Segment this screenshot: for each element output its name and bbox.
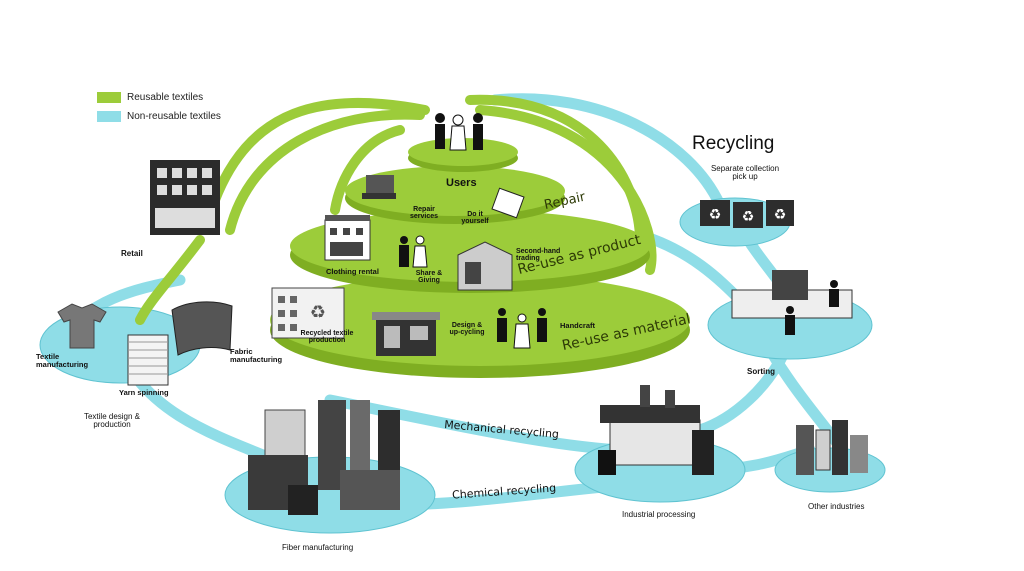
yarn-spool-icon xyxy=(127,334,169,386)
fabric-manufacturing-label: Fabric manufacturing xyxy=(230,347,283,364)
svg-text:♻: ♻ xyxy=(709,207,722,223)
retail-label: Retail xyxy=(121,249,143,258)
svg-text:♻: ♻ xyxy=(742,209,755,225)
clothing-rental-label: Clothing rental xyxy=(326,267,379,276)
industrial-processing-label: Industrial processing xyxy=(622,510,696,519)
svg-text:♻: ♻ xyxy=(310,302,326,323)
yarn-spinning-label: Yarn spinning xyxy=(119,388,169,397)
diagram-title: Recycling xyxy=(692,133,775,154)
repair-services-label: Repair services xyxy=(409,206,439,221)
notepad-icon xyxy=(491,187,525,219)
shop-icon xyxy=(457,241,513,291)
legend-swatch-green xyxy=(97,92,121,103)
recycled-production-label: Recycled textile production xyxy=(300,330,354,345)
flow-users-collection xyxy=(489,93,726,211)
handcraft-label: Handcraft xyxy=(560,321,596,330)
other-industries-label: Other industries xyxy=(808,502,865,511)
legend-nonreusable: Non-reusable textiles xyxy=(97,111,221,122)
fiber-factory-icon xyxy=(248,400,400,515)
share-giving-label: Share & Giving xyxy=(415,270,443,285)
legend-nonreusable-label: Non-reusable textiles xyxy=(127,111,221,122)
do-it-yourself-label: Do it yourself xyxy=(461,211,489,226)
users-label: Users xyxy=(446,177,477,189)
city-icon xyxy=(796,420,868,475)
retail-building-icon xyxy=(150,160,220,235)
handcraft-people-icon xyxy=(497,308,547,349)
share-people-icon xyxy=(399,235,428,268)
legend-reusable-label: Reusable textiles xyxy=(127,92,204,103)
tier-stack xyxy=(270,138,690,378)
tier-material-top xyxy=(270,274,690,366)
sewing-machine-icon xyxy=(362,175,396,199)
legend-swatch-blue xyxy=(97,111,121,122)
recycled-factory-icon: ♻ xyxy=(271,287,345,339)
textile-design-label: Textile design & production xyxy=(83,412,141,430)
fabric-icon xyxy=(171,301,233,356)
conveyor-icon xyxy=(731,270,853,335)
legend-reusable: Reusable textiles xyxy=(97,92,203,103)
textile-manufacturing-label: Textile manufacturing xyxy=(36,352,89,369)
tier-product-top xyxy=(290,210,650,282)
second-hand-label: Second-hand trading xyxy=(516,248,561,263)
design-upcycling-label: Design & up-cycling xyxy=(449,322,485,337)
industrial-factory-icon xyxy=(598,385,714,475)
recycle-bin-icon: ♻ ♻ ♻ xyxy=(700,200,794,228)
rental-building-icon xyxy=(324,215,371,261)
people-icon xyxy=(435,113,483,151)
separate-collection-label: Separate collection pick up xyxy=(710,164,780,182)
studio-icon xyxy=(372,312,440,356)
sorting-label: Sorting xyxy=(747,367,775,376)
reusable-flows xyxy=(135,94,657,325)
fiber-manufacturing-label: Fiber manufacturing xyxy=(282,543,354,552)
svg-text:♻: ♻ xyxy=(774,207,787,223)
shirt-icon xyxy=(57,303,107,349)
